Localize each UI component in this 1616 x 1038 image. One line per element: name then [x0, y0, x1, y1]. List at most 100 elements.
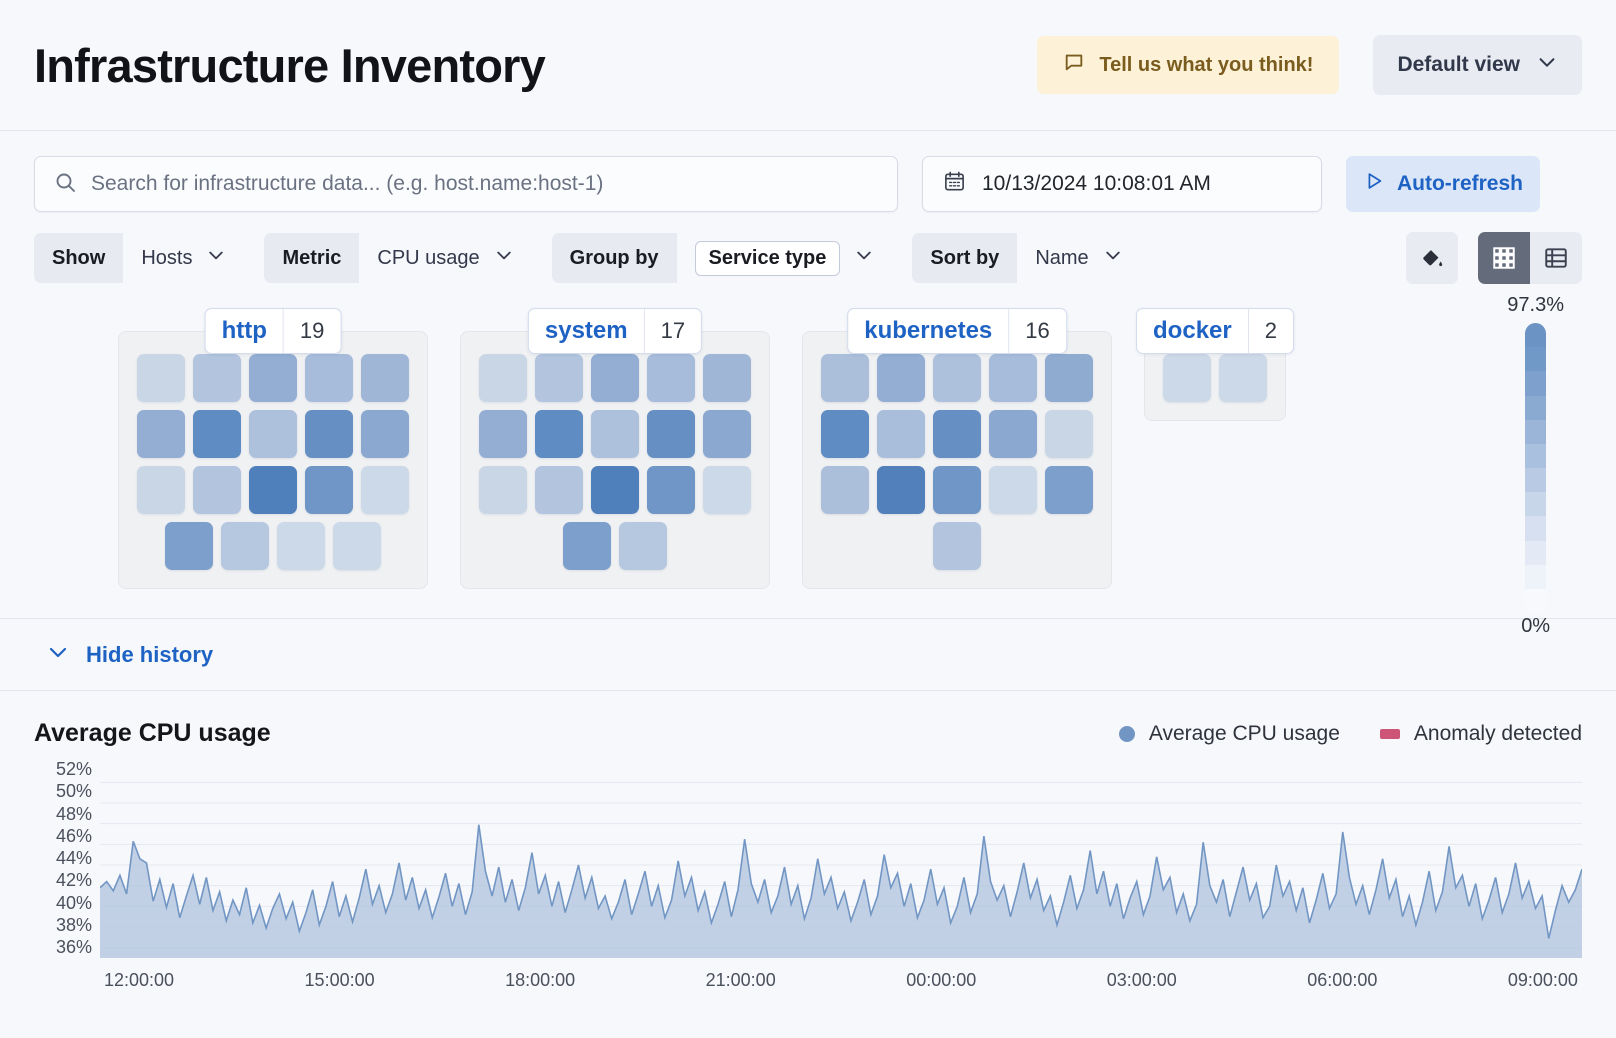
- host-cell[interactable]: [877, 410, 925, 458]
- host-cell[interactable]: [933, 466, 981, 514]
- host-cell[interactable]: [249, 354, 297, 402]
- host-cell[interactable]: [193, 354, 241, 402]
- filter-group-by-value[interactable]: Service type: [677, 233, 893, 283]
- hide-history-button[interactable]: Hide history: [46, 640, 213, 670]
- y-tick-label: 42%: [55, 870, 92, 891]
- legend-dot-icon: [1118, 725, 1135, 742]
- host-cell[interactable]: [535, 466, 583, 514]
- waffle-row: [1163, 354, 1267, 402]
- host-cell[interactable]: [221, 522, 269, 570]
- default-view-dropdown[interactable]: Default view: [1373, 35, 1582, 95]
- filter-show-label: Show: [34, 233, 124, 283]
- host-cell[interactable]: [619, 522, 667, 570]
- table-view-icon[interactable]: [1530, 232, 1582, 284]
- filter-group-by[interactable]: Group by Service type: [551, 233, 893, 283]
- host-cell[interactable]: [249, 410, 297, 458]
- filter-show-value[interactable]: Hosts: [123, 233, 244, 283]
- chart-area-fill: [100, 824, 1582, 958]
- filter-metric-value-text: CPU usage: [377, 246, 480, 269]
- y-tick-label: 44%: [55, 848, 92, 868]
- legend-step: [1525, 443, 1547, 469]
- host-cell[interactable]: [1163, 354, 1211, 402]
- host-cell[interactable]: [249, 466, 297, 514]
- filter-metric-value[interactable]: CPU usage: [359, 233, 531, 283]
- host-cell[interactable]: [563, 522, 611, 570]
- host-cell[interactable]: [989, 410, 1037, 458]
- host-cell[interactable]: [591, 410, 639, 458]
- legend-item-average-cpu-usage[interactable]: Average CPU usage: [1118, 721, 1340, 746]
- host-cell[interactable]: [933, 354, 981, 402]
- search-input[interactable]: Search for infrastructure data... (e.g. …: [34, 156, 898, 212]
- host-cell[interactable]: [361, 410, 409, 458]
- host-cell[interactable]: [361, 354, 409, 402]
- y-tick-label: 50%: [55, 781, 92, 802]
- chart-canvas[interactable]: [100, 772, 1582, 958]
- host-cell[interactable]: [821, 410, 869, 458]
- host-cell[interactable]: [1045, 466, 1093, 514]
- host-cell[interactable]: [1219, 354, 1267, 402]
- host-cell[interactable]: [647, 354, 695, 402]
- host-cell[interactable]: [1045, 410, 1093, 458]
- host-cell[interactable]: [933, 522, 981, 570]
- legend-step: [1525, 540, 1547, 565]
- filter-toolbar: Show Hosts Metric CPU usage Group by Ser…: [0, 212, 1616, 286]
- group-name-label: system: [529, 309, 645, 353]
- filter-sort-by-value[interactable]: Name: [1017, 233, 1140, 283]
- host-cell[interactable]: [193, 466, 241, 514]
- host-cell[interactable]: [703, 410, 751, 458]
- chevron-down-icon: [1536, 51, 1558, 79]
- host-cell[interactable]: [535, 410, 583, 458]
- host-cell[interactable]: [277, 522, 325, 570]
- group-name-label: docker: [1137, 309, 1249, 353]
- x-tick-label: 15:00:00: [304, 970, 375, 990]
- auto-refresh-button[interactable]: Auto-refresh: [1346, 156, 1540, 212]
- host-cell[interactable]: [591, 466, 639, 514]
- host-cell[interactable]: [989, 354, 1037, 402]
- host-cell[interactable]: [647, 410, 695, 458]
- page-title: Infrastructure Inventory: [34, 38, 546, 92]
- grid-view-icon[interactable]: [1478, 232, 1530, 284]
- filter-show[interactable]: Show Hosts: [34, 233, 244, 283]
- host-cell[interactable]: [479, 354, 527, 402]
- chevron-down-icon: [494, 245, 514, 271]
- host-cell[interactable]: [703, 466, 751, 514]
- host-cell[interactable]: [989, 466, 1037, 514]
- host-cell[interactable]: [137, 466, 185, 514]
- host-cell[interactable]: [479, 466, 527, 514]
- host-cell[interactable]: [703, 354, 751, 402]
- legend-item-anomaly-detected[interactable]: Anomaly detected: [1379, 722, 1582, 746]
- legend-label-average: Average CPU usage: [1148, 721, 1340, 745]
- feedback-button[interactable]: Tell us what you think!: [1037, 36, 1340, 94]
- host-cell[interactable]: [193, 410, 241, 458]
- host-cell[interactable]: [877, 354, 925, 402]
- host-cell[interactable]: [877, 466, 925, 514]
- host-cell[interactable]: [305, 466, 353, 514]
- paint-bucket-icon[interactable]: [1406, 232, 1458, 284]
- legend-gradient-bar: [1525, 323, 1547, 613]
- host-cell[interactable]: [165, 522, 213, 570]
- host-cell[interactable]: [305, 410, 353, 458]
- date-picker[interactable]: 10/13/2024 10:08:01 AM: [922, 156, 1322, 212]
- host-cell[interactable]: [361, 466, 409, 514]
- host-cell[interactable]: [305, 354, 353, 402]
- host-cell[interactable]: [137, 410, 185, 458]
- host-cell[interactable]: [647, 466, 695, 514]
- filter-metric[interactable]: Metric CPU usage: [264, 233, 531, 283]
- filter-sort-by[interactable]: Sort by Name: [912, 233, 1140, 283]
- y-tick-label: 36%: [55, 937, 92, 957]
- host-cell[interactable]: [479, 410, 527, 458]
- x-tick-label: 06:00:00: [1307, 970, 1378, 990]
- host-cell[interactable]: [333, 522, 381, 570]
- host-cell[interactable]: [821, 354, 869, 402]
- host-cell[interactable]: [137, 354, 185, 402]
- host-cell[interactable]: [591, 354, 639, 402]
- host-cell[interactable]: [821, 466, 869, 514]
- host-cell[interactable]: [1045, 354, 1093, 402]
- host-cell[interactable]: [535, 354, 583, 402]
- host-cell[interactable]: [933, 410, 981, 458]
